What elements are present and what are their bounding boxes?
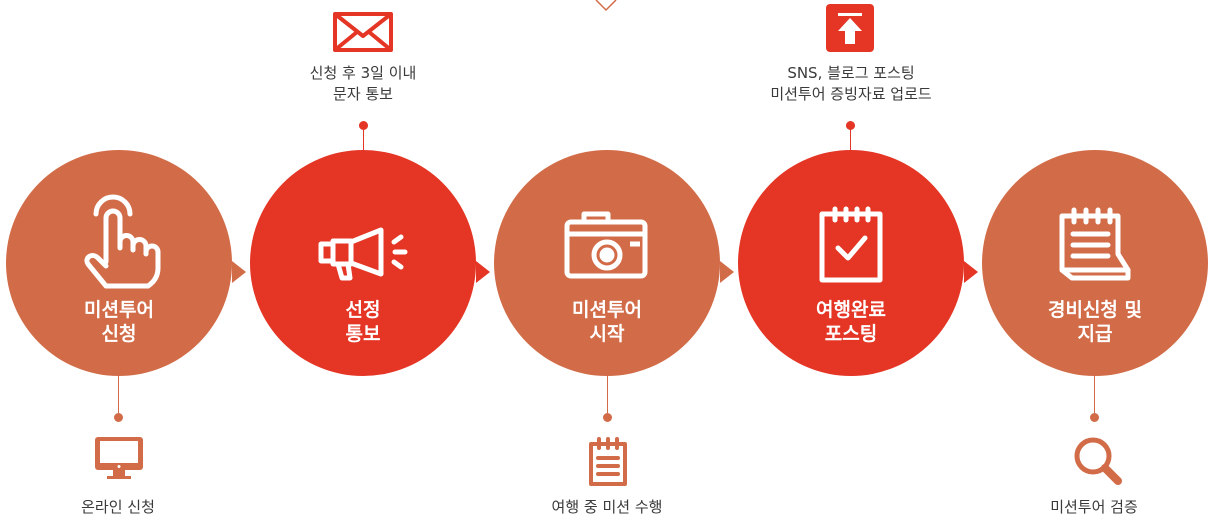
step-3-note: 여행 중 미션 수행	[551, 498, 663, 516]
step-1-note: 온라인 신청	[81, 498, 155, 516]
pointing-hand-icon	[84, 194, 161, 289]
megaphone-icon	[318, 227, 408, 281]
step-5-note: 미션투어 검증	[1050, 498, 1138, 516]
arrow-4-to-5	[964, 261, 978, 283]
monitor-icon	[95, 437, 143, 479]
step-1-circle: 미션투어 신청	[6, 150, 232, 376]
step-1-dot	[114, 413, 123, 422]
step-1-connector	[118, 376, 119, 416]
step-2-label: 선정 통보	[345, 299, 381, 345]
step-1-label: 미션투어 신청	[84, 299, 154, 345]
step-5-dot	[1090, 413, 1099, 422]
arrow-2-to-3	[476, 261, 490, 283]
step-5-connector	[1094, 376, 1095, 416]
camera-icon	[564, 211, 648, 279]
step-3-dot	[603, 413, 612, 422]
arrow-1-to-2	[232, 261, 246, 283]
step-4-circle: 여행완료 포스팅	[738, 150, 964, 376]
step-4-dot	[846, 121, 855, 130]
step-5-circle: 경비신청 및 지급	[982, 150, 1208, 376]
step-2-connector	[363, 126, 364, 158]
calendar-notepad-icon	[1059, 207, 1131, 281]
step-4-label: 여행완료 포스팅	[816, 299, 886, 345]
upload-icon	[826, 4, 874, 52]
step-3-label: 미션투어 시작	[572, 299, 642, 345]
step-3-connector	[607, 376, 608, 416]
step-4-note: SNS, 블로그 포스팅 미션투어 증빙자료 업로드	[770, 64, 932, 103]
arrow-3-to-4	[720, 261, 734, 283]
top-chevron-icon	[595, 0, 617, 12]
step-3-circle: 미션투어 시작	[494, 150, 720, 376]
mail-icon	[333, 12, 393, 52]
magnifier-icon	[1074, 437, 1122, 485]
step-2-note: 신청 후 3일 이내 문자 통보	[309, 64, 417, 103]
step-4-connector	[850, 126, 851, 158]
step-5-label: 경비신청 및 지급	[1047, 299, 1142, 345]
step-2-circle: 선정 통보	[250, 150, 476, 376]
document-icon	[589, 437, 627, 486]
step-2-dot	[359, 121, 368, 130]
checklist-notepad-icon	[819, 206, 883, 283]
